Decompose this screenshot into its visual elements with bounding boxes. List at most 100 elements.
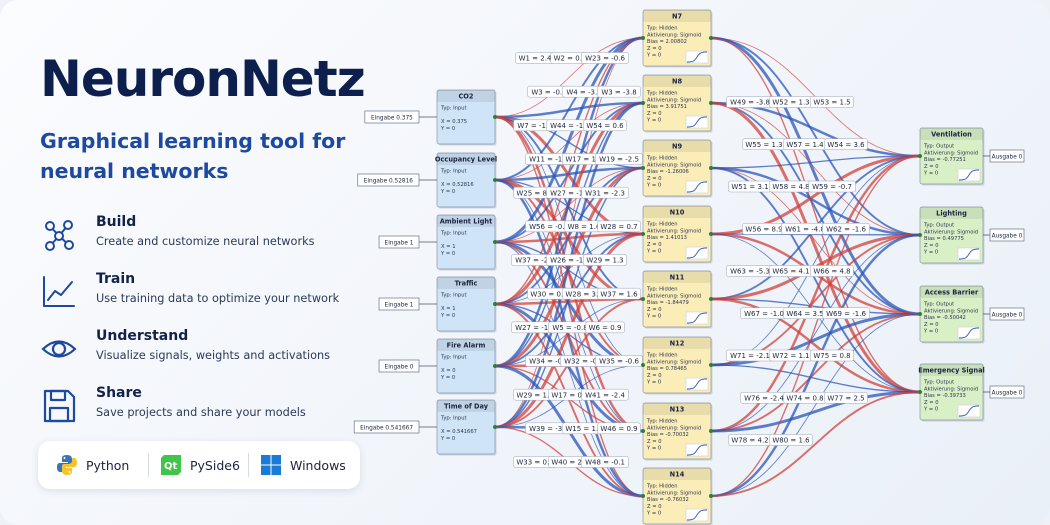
node-header <box>437 400 495 412</box>
weight-label-text: W41 = -2.4 <box>585 391 625 399</box>
weight-label-box <box>597 85 641 98</box>
input-port <box>918 390 922 394</box>
node-field: Bias = 0.49775 <box>924 236 964 242</box>
node-field: Typ: Hidden <box>646 287 678 293</box>
input-port <box>918 233 922 237</box>
node-field: Typ: Input <box>440 169 467 175</box>
weight-label: W28 = 0.7 <box>597 220 641 233</box>
node-field: Z = 0 <box>924 164 939 170</box>
weight-label: W53 = 1.5 <box>810 96 854 108</box>
input-value-frame <box>364 110 420 124</box>
weight-label-box <box>824 138 868 150</box>
feature-heading: Share <box>96 385 142 401</box>
weight-label-text: W54 = 0.6 <box>586 122 624 130</box>
weight-label-text: W28 = 0.7 <box>600 223 637 231</box>
badge-divider <box>248 453 249 477</box>
weight-label-box <box>595 153 643 165</box>
weight-label-text: W4 = -3.8 <box>566 88 601 96</box>
sigmoid-curve <box>959 169 979 181</box>
weight-label-text: W74 = 0.8 <box>786 394 823 402</box>
weight-label-box <box>824 392 868 404</box>
node-field: Aktivierung: Sigmoid <box>647 359 701 365</box>
node-name: N12 <box>670 340 685 348</box>
node-header <box>437 339 495 351</box>
node-header <box>437 215 495 227</box>
weight-label-text: W26 = -1.7 <box>550 257 590 265</box>
node-field: X = 0.541667 <box>441 429 477 435</box>
weight-label: W80 = 1.6 <box>769 434 813 446</box>
input-value-box[interactable]: Eingabe 0.52816 <box>357 173 420 187</box>
weight-label-text: W53 = 1.5 <box>813 99 850 107</box>
weight-label-box <box>810 96 854 108</box>
node-field: Bias = -0.70032 <box>647 432 689 438</box>
input-value-box[interactable]: Eingabe 1 <box>378 235 420 249</box>
node-field: Y = 0 <box>646 183 661 189</box>
edge-input-hidden <box>494 36 644 244</box>
node-field: Y = 0 <box>440 436 455 442</box>
node-name: Ambient Light <box>440 218 493 226</box>
node-field: Bias = -1.26006 <box>647 169 689 175</box>
weight-label-text: W44 = -1.3 <box>550 122 590 130</box>
edge-hidden-output <box>710 390 921 433</box>
weight-label-box <box>597 422 641 435</box>
output-port <box>709 297 713 301</box>
node-field: Typ: Input <box>440 231 467 237</box>
network-graph-icon <box>45 220 74 251</box>
weight-label: W61 = -4.8 <box>781 223 829 235</box>
output-port <box>493 425 497 429</box>
node-field: Aktivierung: Sigmoid <box>924 150 978 156</box>
node-header <box>920 286 983 298</box>
edge-hidden-output <box>710 37 921 393</box>
node-header <box>437 90 495 102</box>
edge-hidden-output <box>710 234 921 432</box>
input-value-box[interactable]: Eingabe 0 <box>378 359 420 373</box>
windows-logo-icon <box>261 455 281 475</box>
edge-hidden-output <box>710 102 921 236</box>
node-field: Y = 0 <box>646 53 661 59</box>
weight-label: W6 = 0.9 <box>585 321 625 334</box>
weight-label-text: W29 = 1.3 <box>516 391 553 399</box>
weight-label: W72 = 1.1 <box>769 349 813 362</box>
node-field: Bias = -0.77251 <box>924 157 966 163</box>
edge-input-hidden <box>494 37 644 118</box>
weight-label: W67 = -1.0 <box>740 307 788 319</box>
input-value-text: Eingabe 1 <box>385 240 414 246</box>
weight-label-text: W33 = 0.6 <box>516 459 554 467</box>
node-field: Aktivierung: Sigmoid <box>647 425 701 431</box>
input-value-box[interactable]: Eingabe 0.541667 <box>353 420 420 434</box>
node-field: Y = 0 <box>440 375 455 381</box>
node-field: Typ: Input <box>440 293 467 299</box>
weight-label-text: W75 = 0.8 <box>813 352 850 360</box>
weight-label-box <box>583 119 627 132</box>
input-port <box>918 154 922 158</box>
node-name: N9 <box>672 143 683 151</box>
weight-label-text: W59 = -0.7 <box>812 183 852 191</box>
input-value-box[interactable]: Eingabe 1 <box>378 297 420 311</box>
weight-label: W19 = -2.5 <box>595 153 643 165</box>
node-field: Aktivierung: Sigmoid <box>647 490 701 496</box>
input-value-box[interactable]: Eingabe 0.375 <box>364 110 420 124</box>
edge-hidden-output <box>710 155 921 497</box>
weight-label: W74 = 0.8 <box>783 392 827 404</box>
weight-label: W54 = 0.6 <box>583 119 627 132</box>
